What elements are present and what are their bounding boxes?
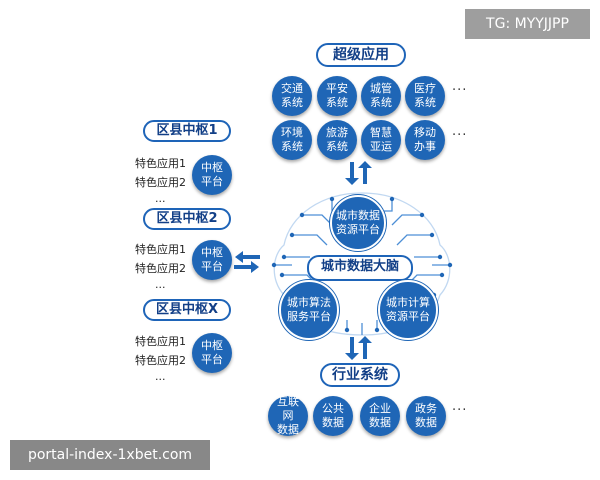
industry-enterprise-data[interactable]: 企业 数据	[360, 396, 400, 436]
district-2-apps: 特色应用1 特色应用2 ···	[135, 240, 186, 297]
brain-node-data-resources[interactable]: 城市数据 资源平台	[330, 195, 386, 251]
district-1-title: 区县中枢1	[143, 120, 231, 142]
arrows-top-icon	[345, 161, 372, 185]
super-apps-title-text: 超级应用	[333, 47, 389, 63]
watermark-top: TG: MYYJJPP	[465, 9, 590, 39]
app-traffic-system[interactable]: 交通 系统	[272, 76, 312, 116]
district-1-apps: 特色应用1 特色应用2 ···	[135, 154, 186, 211]
industry-ellipsis: ···	[452, 403, 468, 418]
super-apps-ellipsis-1: ···	[452, 83, 468, 98]
arrows-bottom-icon	[345, 336, 372, 360]
district-2-title: 区县中枢2	[143, 208, 231, 230]
app-environment-system[interactable]: 环境 系统	[272, 120, 312, 160]
industry-government-data[interactable]: 政务 数据	[406, 396, 446, 436]
district-x-title: 区县中枢X	[143, 299, 231, 321]
brain-node-computing-resources[interactable]: 城市计算 资源平台	[378, 280, 438, 340]
super-apps-title: 超级应用	[316, 43, 406, 67]
district-2-ellipsis: ···	[155, 281, 166, 294]
industry-public-data[interactable]: 公共 数据	[313, 396, 353, 436]
app-medical-system[interactable]: 医疗 系统	[405, 76, 445, 116]
app-city-management-system[interactable]: 城管 系统	[361, 76, 401, 116]
district-2-hub-platform[interactable]: 中枢 平台	[192, 240, 232, 280]
district-x-apps: 特色应用1 特色应用2 ···	[135, 332, 186, 389]
district-1-app-1: 特色应用1	[135, 157, 186, 170]
brain-node-algorithm-services[interactable]: 城市算法 服务平台	[279, 280, 339, 340]
district-x-ellipsis: ···	[155, 373, 166, 386]
district-1-hub-platform[interactable]: 中枢 平台	[192, 155, 232, 195]
district-2-app-2: 特色应用2	[135, 262, 186, 275]
arrows-left-icon	[234, 251, 260, 273]
app-tourism-system[interactable]: 旅游 系统	[317, 120, 357, 160]
app-mobile-services[interactable]: 移动 办事	[405, 120, 445, 160]
district-1-ellipsis: ···	[155, 195, 166, 208]
district-x-hub-platform[interactable]: 中枢 平台	[192, 333, 232, 373]
super-apps-ellipsis-2: ···	[452, 128, 468, 143]
district-x-app-2: 特色应用2	[135, 354, 186, 367]
app-safety-system[interactable]: 平安 系统	[317, 76, 357, 116]
app-smart-asian-games[interactable]: 智慧 亚运	[361, 120, 401, 160]
industry-internet-data[interactable]: 互联网 数据	[268, 395, 308, 436]
industry-title: 行业系统	[320, 363, 400, 387]
district-2-app-1: 特色应用1	[135, 243, 186, 256]
watermark-bottom: portal-index-1xbet.com	[10, 440, 210, 470]
district-1-app-2: 特色应用2	[135, 176, 186, 189]
brain-center-label: 城市数据大脑	[307, 255, 413, 281]
district-x-app-1: 特色应用1	[135, 335, 186, 348]
